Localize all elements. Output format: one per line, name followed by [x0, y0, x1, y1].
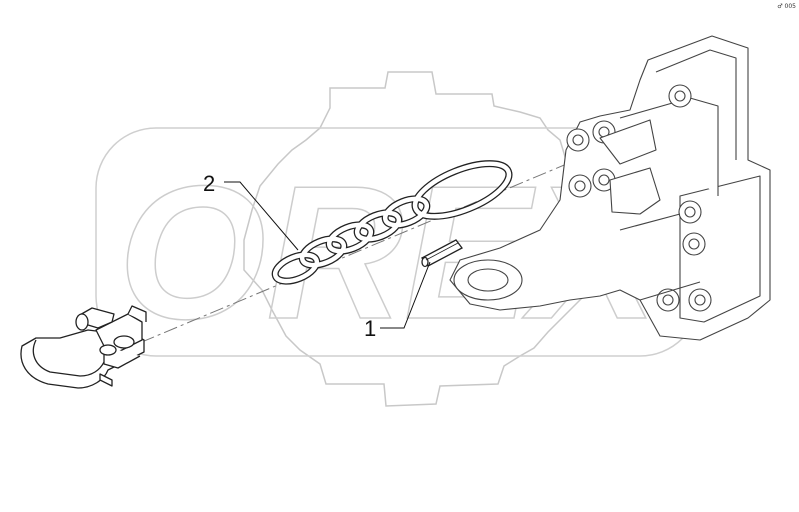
watermark-gear: [243, 71, 613, 407]
pin: [421, 239, 463, 268]
drawbar-bracket: [449, 35, 771, 341]
safety-chain: [271, 160, 513, 285]
tow-hook: [20, 305, 147, 389]
corner-code: ♂ 005: [777, 3, 796, 10]
callout-1-label: 1: [364, 316, 377, 341]
callout-2-label: 2: [203, 171, 216, 196]
callout-2-leader: [224, 181, 299, 251]
assembly-axis-line: [117, 149, 601, 353]
callout-1-leader: [380, 261, 431, 329]
